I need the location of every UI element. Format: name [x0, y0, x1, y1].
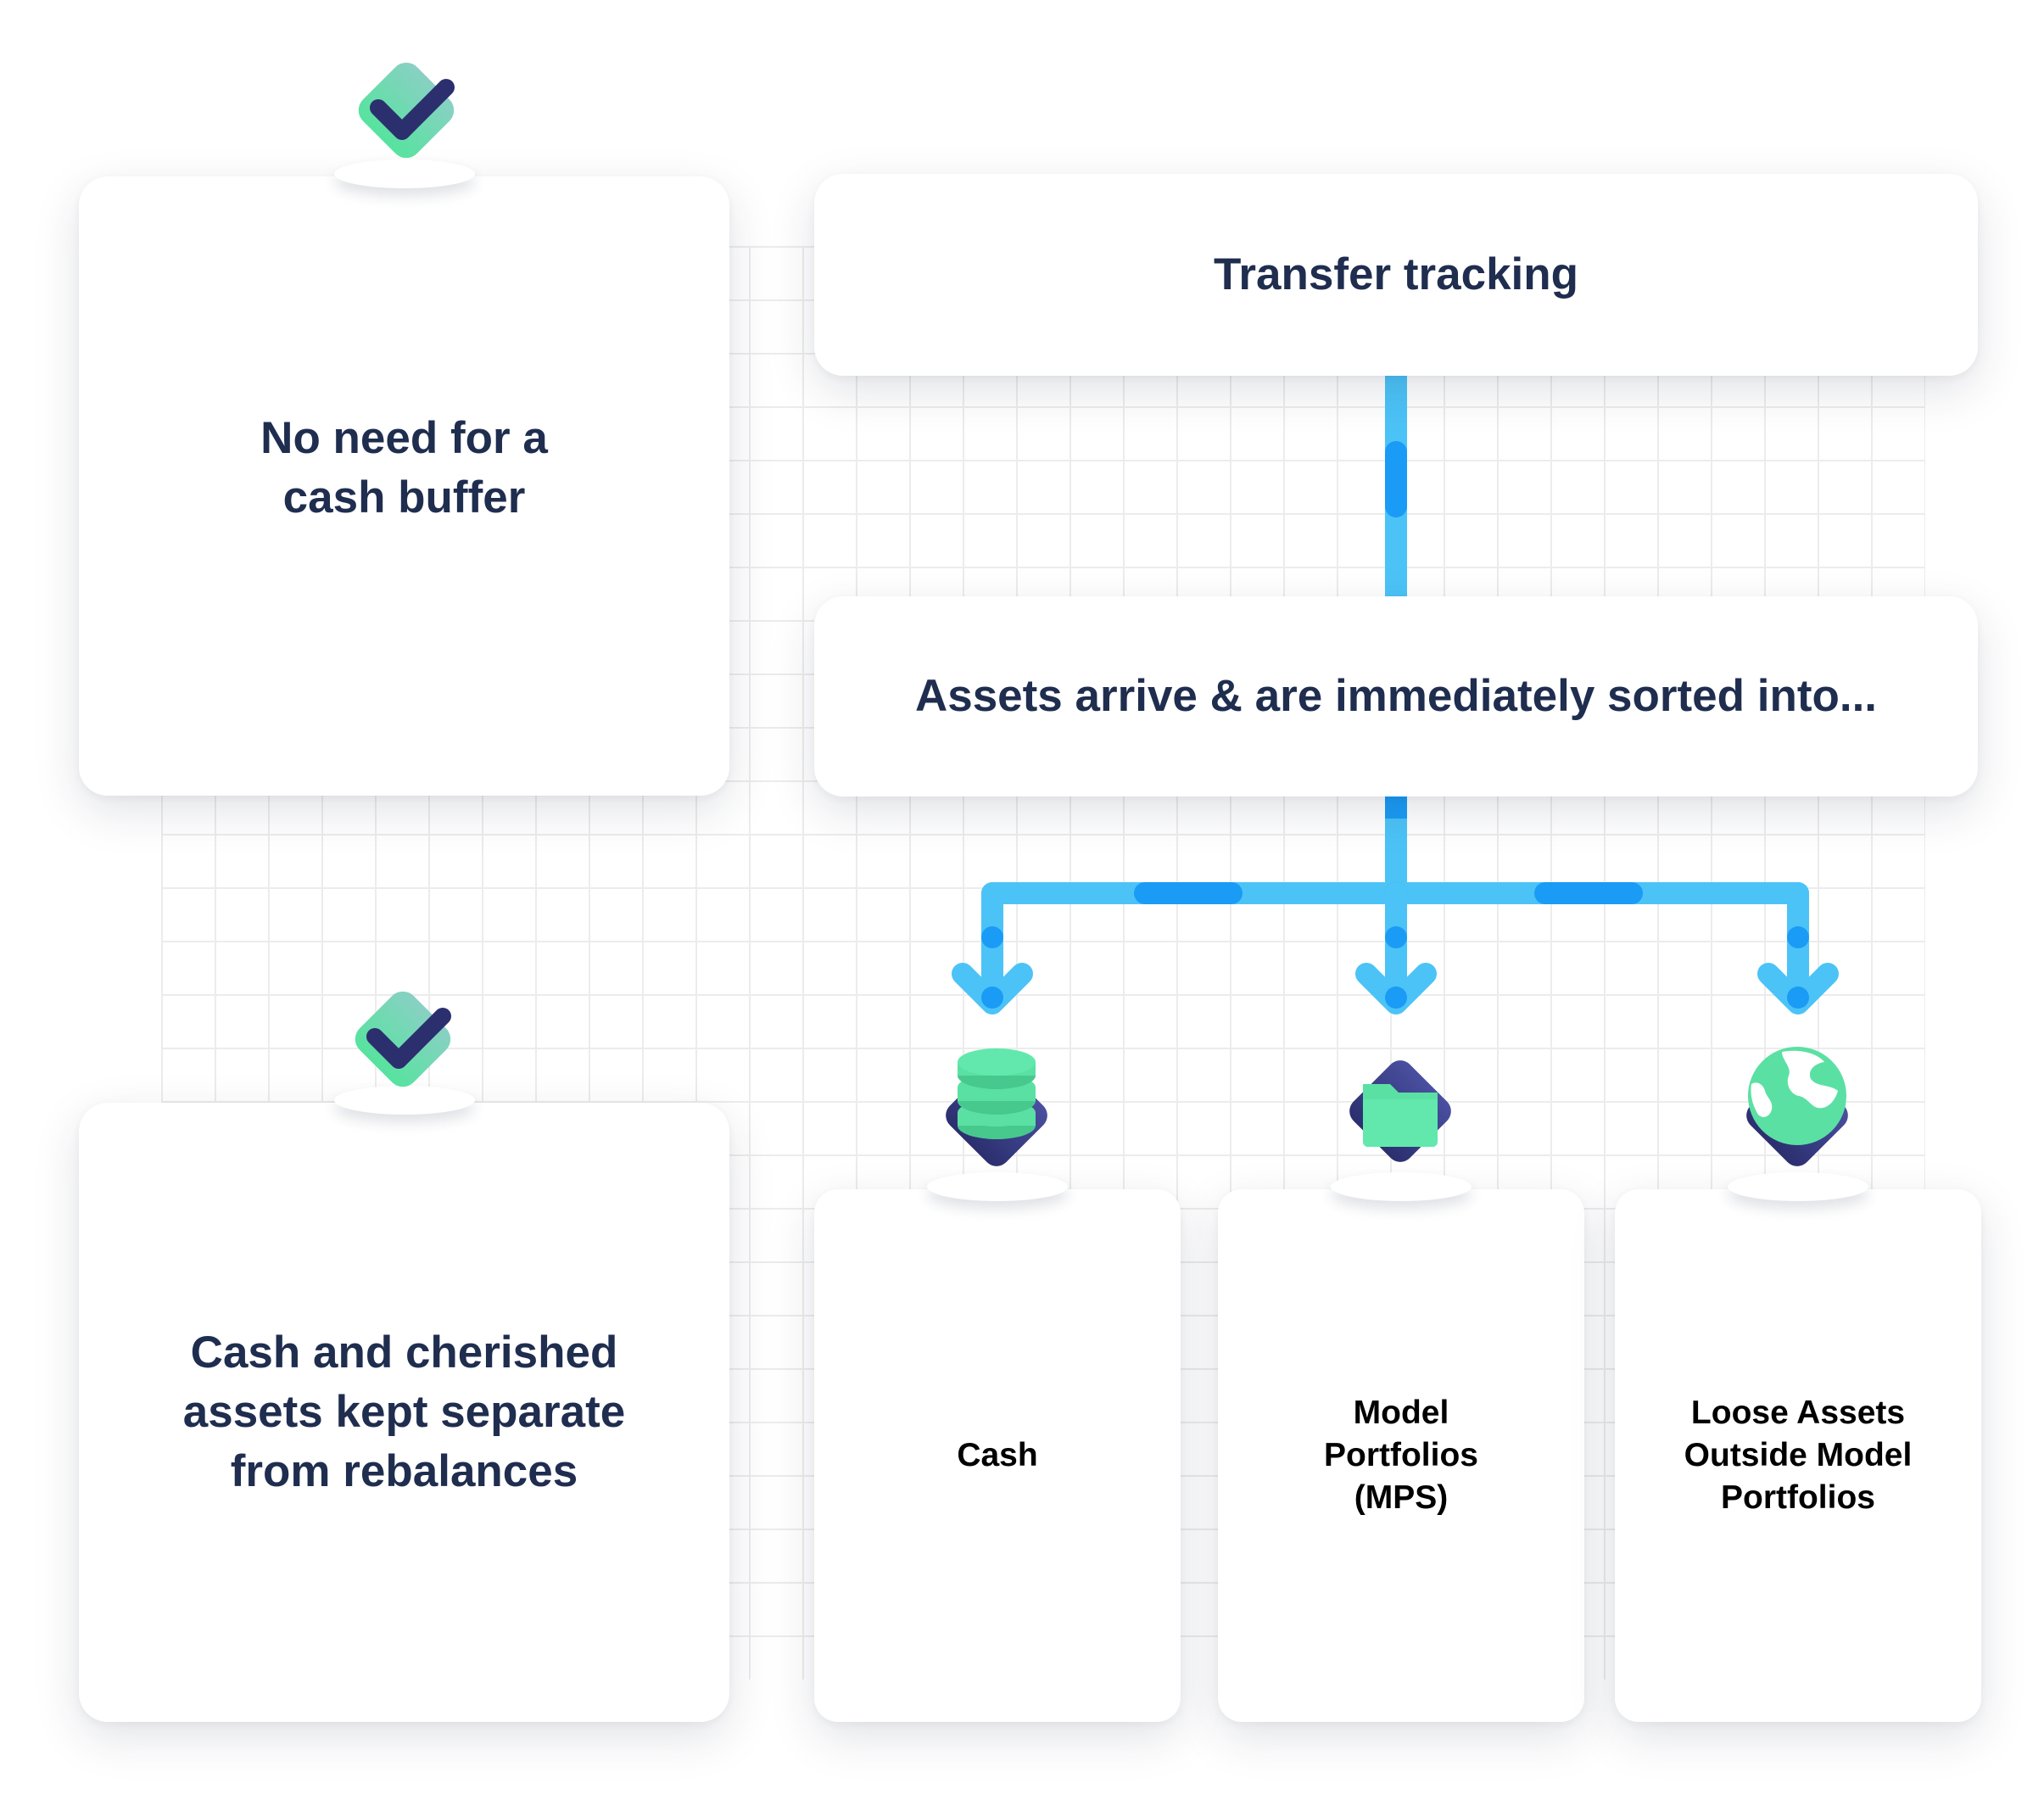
assets-arrive-text: Assets arrive & are immediately sorted i…	[914, 671, 1878, 721]
assets-arrive-card: Assets arrive & are immediately sorted i…	[814, 596, 1978, 797]
icon-pedestal	[334, 159, 475, 188]
icon-pedestal	[334, 1086, 475, 1115]
transfer-tracking-card: Transfer tracking	[814, 174, 1978, 376]
folder-icon	[1349, 1060, 1451, 1162]
icon-pedestal	[927, 1172, 1068, 1201]
bucket-card-mps: Model Portfolios (MPS)	[1218, 1189, 1584, 1722]
bucket-loose-label: Loose Assets Outside Model Portfolios	[1684, 1395, 1913, 1516]
bucket-card-cash: Cash	[814, 1189, 1181, 1722]
benefit-cash-buffer-text: No need for a cash buffer	[260, 413, 548, 523]
icon-pedestal	[1728, 1172, 1868, 1201]
transfer-tracking-text: Transfer tracking	[1213, 249, 1579, 299]
globe-icon	[1746, 1047, 1848, 1166]
bucket-mps-label: Model Portfolios (MPS)	[1324, 1395, 1478, 1516]
checkmark-diamond-icon	[358, 62, 455, 159]
checkmark-diamond-icon	[355, 991, 451, 1087]
benefit-card-cash-buffer: No need for a cash buffer	[79, 176, 729, 796]
bucket-cash-label: Cash	[957, 1437, 1038, 1473]
benefit-separation-text: Cash and cherished assets kept separate …	[182, 1328, 626, 1496]
coin-stack-icon	[946, 1048, 1047, 1166]
bucket-card-loose-assets: Loose Assets Outside Model Portfolios	[1615, 1189, 1981, 1722]
icon-pedestal	[1331, 1172, 1472, 1201]
benefit-card-separation: Cash and cherished assets kept separate …	[79, 1103, 729, 1722]
